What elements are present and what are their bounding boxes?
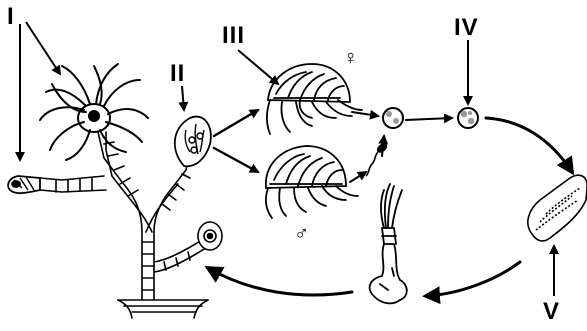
colony-base <box>118 300 208 318</box>
label-IV: IV <box>454 16 479 40</box>
small-gonangium <box>198 222 222 250</box>
label-II: II <box>170 62 185 86</box>
arrow-I-to-feeding-polyp <box>26 22 60 74</box>
label-I: I <box>7 5 15 29</box>
female-medusa <box>267 64 362 134</box>
planula-larva <box>528 175 587 241</box>
arrow-gonangium-to-female-medusa <box>214 110 258 136</box>
sperm <box>366 142 388 176</box>
zygote <box>458 108 478 128</box>
arrow-gonangium-to-male-medusa <box>214 148 258 172</box>
label-V: V <box>543 300 560 324</box>
colony-lower-branch <box>154 240 206 272</box>
arrow-female-medusa-to-egg <box>352 112 378 116</box>
gonangium <box>175 117 211 167</box>
arrow-planula-to-young-polyp <box>426 262 520 296</box>
male-medusa <box>266 146 358 218</box>
male-symbol: ♂ <box>294 224 309 244</box>
contracted-polyp <box>8 176 40 193</box>
feeding-polyp <box>40 64 148 160</box>
egg <box>383 108 403 128</box>
arrow-egg-to-zygote <box>406 118 452 120</box>
young-polyp <box>370 184 407 303</box>
arrow-III-to-medusa <box>238 50 278 84</box>
label-III: III <box>222 24 245 48</box>
colony-trunk <box>98 132 190 300</box>
arrow-zygote-to-planula <box>486 118 572 172</box>
arrow-sperm-to-egg <box>382 136 384 156</box>
colony-left-branch <box>40 176 106 192</box>
female-symbol: ♀ <box>343 48 358 68</box>
arrow-II-to-gonangium <box>182 86 184 110</box>
arrow-young-polyp-to-colony <box>208 268 352 295</box>
arrow-male-medusa-to-sperm <box>350 172 366 182</box>
